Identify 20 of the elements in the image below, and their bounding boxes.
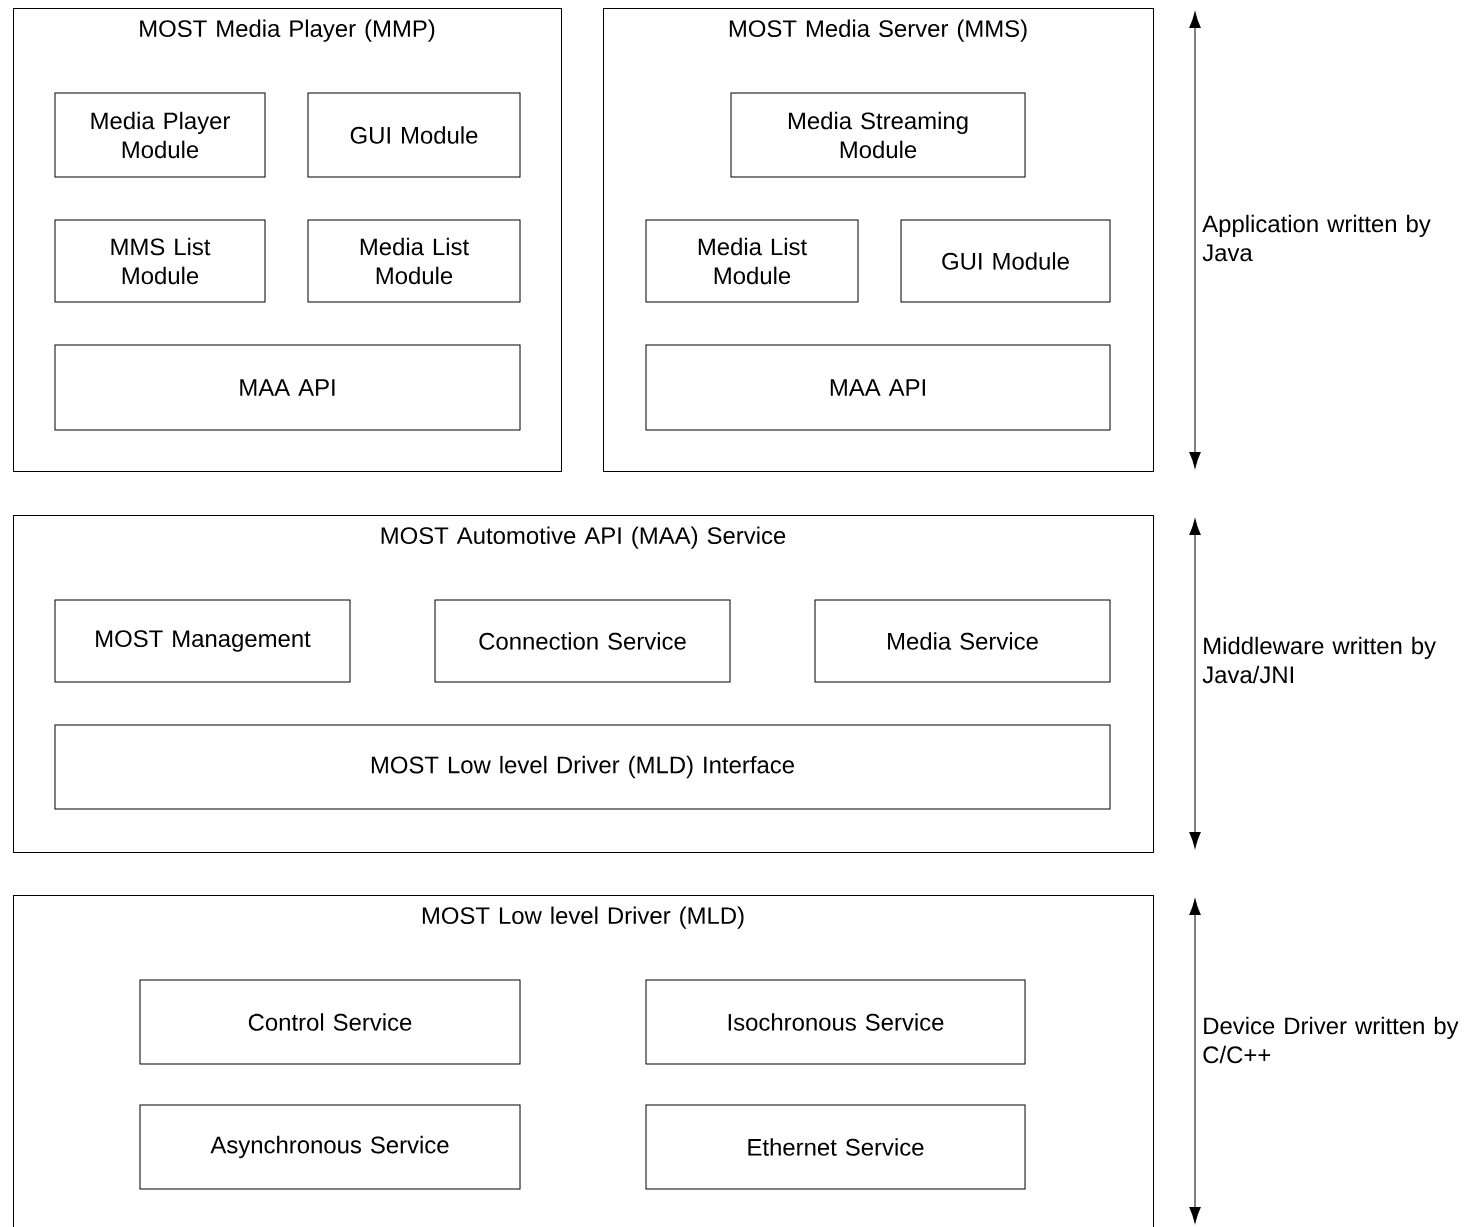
module-box: Isochronous Service [645, 979, 1026, 1065]
module-box: Media Service [814, 599, 1111, 683]
module-box: Control Service [139, 979, 521, 1065]
module-box: Asynchronous Service [139, 1104, 521, 1190]
module-box: GUI Module [307, 92, 521, 178]
layer-label: Application written by Java [1202, 214, 1431, 262]
layer-label: Device Driver written by C/C++ [1203, 1016, 1459, 1064]
module-box: MOST Management [54, 599, 351, 683]
module-box: MAA API [54, 344, 521, 431]
module-box: MMS List Module [54, 219, 266, 303]
module-box: Connection Service [434, 599, 731, 683]
module-box: GUI Module [900, 219, 1111, 303]
module-box: Media Streaming Module [730, 92, 1026, 178]
module-box: MOST Low level Driver (MLD) Interface [54, 724, 1111, 810]
module-box: Media Player Module [54, 92, 266, 178]
module-box: MAA API [645, 344, 1111, 431]
module-box: Ethernet Service [645, 1104, 1026, 1190]
module-box: Media List Module [307, 219, 521, 303]
layer-label: Middleware written by Java/JNI [1202, 636, 1436, 684]
module-box: Media List Module [645, 219, 859, 303]
